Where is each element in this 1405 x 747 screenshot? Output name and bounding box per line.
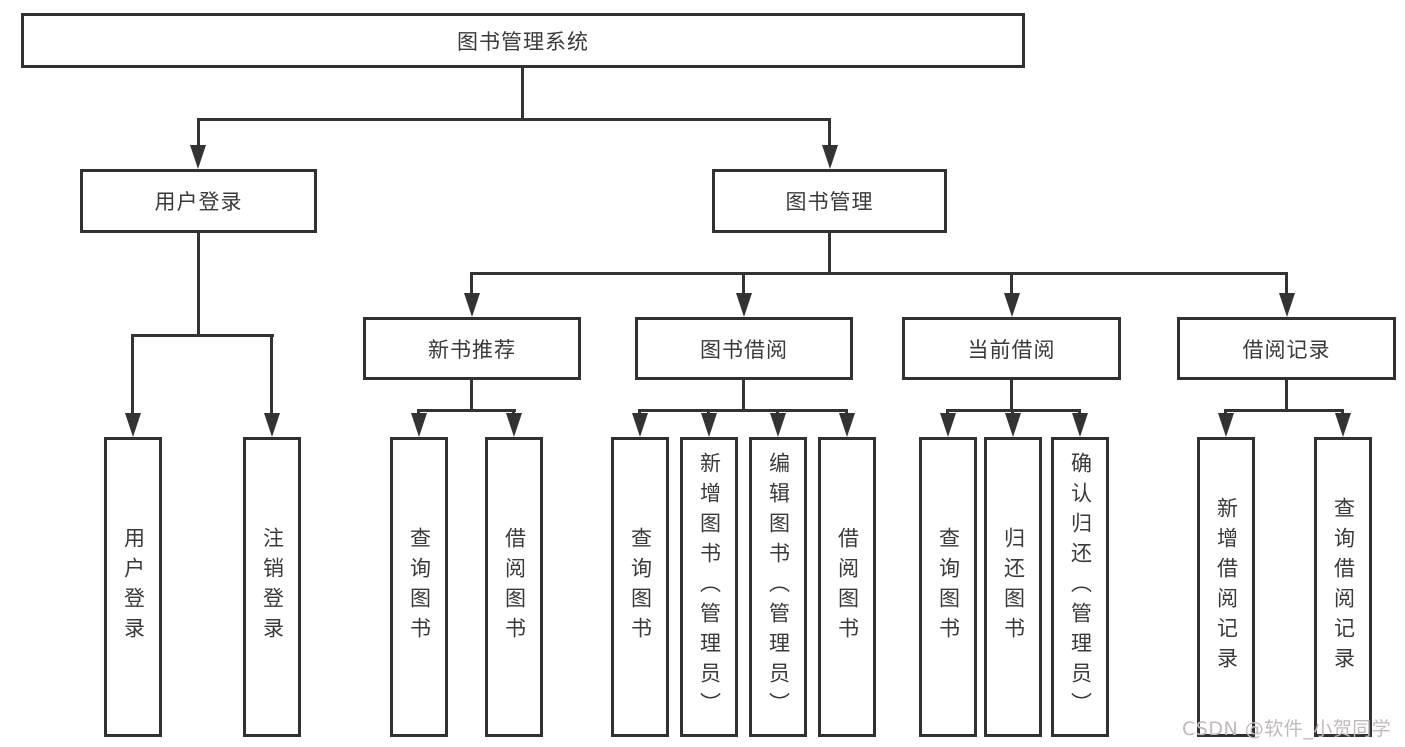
arrowhead-borrow-books-2 [839,413,855,437]
arrowhead-confirm-return-admin [1072,413,1088,437]
node-label: 图书管理系统 [457,29,589,54]
leaf-label: 查询图书 [628,527,653,647]
arrowhead-user-login [190,145,206,169]
leaf-borrow-books-2: 借阅图书 [818,437,876,737]
leaf-label: 借阅图书 [835,527,860,647]
leaf-label: 用户登录 [121,527,146,647]
connector-root-trunk [521,68,524,118]
arrowhead-borrow-books-1 [506,413,522,437]
connector-level3-horizontal [470,272,1288,275]
leaf-add-book-admin: 新增图书（管理员） [680,437,738,737]
leaf-query-books-1: 查询图书 [390,437,448,737]
node-user-login: 用户登录 [80,169,317,233]
node-label: 图书借阅 [700,337,788,362]
arrowhead-leaf-logout [264,413,280,437]
leaf-label: 新增图书（管理员） [697,452,722,722]
connector-level1-horizontal [197,118,831,121]
node-label: 用户登录 [154,190,243,214]
connector-level3-stub-1 [470,272,473,295]
node-label: 借阅记录 [1242,337,1331,362]
node-current-borrowing: 当前借阅 [902,317,1121,380]
connector-level1-stub-left [197,118,200,150]
arrowhead-query-books-3 [940,413,956,437]
leaf-label: 编辑图书（管理员） [766,452,791,722]
node-label: 新书推荐 [428,337,516,362]
leaf-logout: 注销登录 [243,437,301,737]
arrowhead-new-book-recommendation [464,293,480,317]
connector-newbook-trunk [470,380,473,409]
connector-newbook-horizontal [417,409,516,412]
leaf-add-borrow-record: 新增借阅记录 [1197,437,1255,737]
arrowhead-leaf-user-login [125,413,141,437]
node-book-management: 图书管理 [712,169,947,233]
arrowhead-borrowing-records [1279,293,1295,317]
leaf-edit-book-admin: 编辑图书（管理员） [749,437,807,737]
arrowhead-book-borrowing [736,293,752,317]
arrowhead-add-borrow-record [1218,413,1234,437]
csdn-watermark: CSDN @软件_小贺同学 [1182,718,1392,740]
arrowhead-current-borrowing [1004,293,1020,317]
leaf-return-books: 归还图书 [984,437,1042,737]
arrowhead-query-books-1 [411,413,427,437]
leaf-label: 查询图书 [936,527,961,647]
leaf-query-borrow-record: 查询借阅记录 [1314,437,1372,737]
connector-records-horizontal [1224,409,1344,412]
arrowhead-book-management [822,145,838,169]
connector-userlogin-stub-left [131,334,134,415]
leaf-query-books-3: 查询图书 [919,437,977,737]
node-borrowing-records: 借阅记录 [1177,317,1396,380]
leaf-label: 新增借阅记录 [1214,497,1239,677]
connector-borrow-trunk [742,380,745,409]
node-label: 图书管理 [785,190,874,214]
connector-level3-stub-2 [742,272,745,295]
connector-userlogin-trunk [197,233,200,334]
leaf-label: 借阅图书 [502,527,527,647]
leaf-label: 查询借阅记录 [1331,497,1356,677]
leaf-query-books-2: 查询图书 [611,437,669,737]
leaf-label: 查询图书 [407,527,432,647]
leaf-confirm-return-admin: 确认归还（管理员） [1051,437,1109,737]
connector-userlogin-horizontal [131,334,274,337]
arrowhead-return-books [1005,413,1021,437]
leaf-label: 归还图书 [1001,527,1026,647]
arrowhead-query-books-2 [632,413,648,437]
leaf-borrow-books-1: 借阅图书 [485,437,543,737]
connector-current-trunk [1010,380,1013,409]
arrowhead-query-borrow-record [1335,413,1351,437]
connector-bookmgmt-trunk [828,233,831,272]
leaf-label: 确认归还（管理员） [1068,452,1093,722]
arrowhead-add-book-admin [701,413,717,437]
leaf-label: 注销登录 [260,527,285,647]
node-new-book-recommendation: 新书推荐 [363,317,581,380]
node-label: 当前借阅 [967,337,1056,362]
node-book-borrowing: 图书借阅 [635,317,853,380]
node-library-management-system: 图书管理系统 [21,13,1025,68]
leaf-user-login: 用户登录 [104,437,162,737]
connector-userlogin-stub-right [270,334,273,415]
connector-borrow-horizontal [638,409,848,412]
arrowhead-edit-book-admin [770,413,786,437]
connector-records-trunk [1285,380,1288,409]
connector-level3-stub-3 [1010,272,1013,295]
connector-level1-stub-right [828,118,831,150]
connector-level3-stub-4 [1285,272,1288,295]
